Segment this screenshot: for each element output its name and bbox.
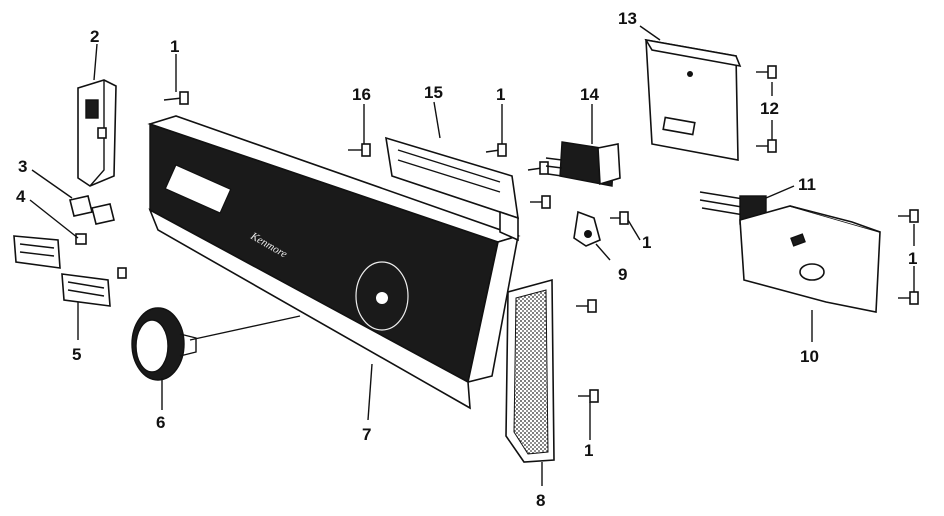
leader-lines — [29, 25, 915, 486]
callout-11: 11 — [798, 175, 816, 194]
screw-1b — [485, 143, 507, 157]
callout-1: 1 — [584, 441, 593, 460]
part-4-clip — [75, 233, 127, 279]
part-9-clip — [573, 210, 601, 247]
callout-15: 15 — [424, 83, 443, 102]
callout-8: 8 — [536, 491, 545, 510]
screw-1c — [610, 211, 629, 225]
part-5-button-strips — [13, 235, 111, 307]
screw-1b3 — [530, 195, 551, 209]
screw-1d-bottom — [898, 291, 919, 305]
screw-12b — [756, 139, 777, 153]
part-8-vent-panel — [505, 278, 555, 463]
callout-1: 1 — [642, 233, 651, 252]
part-10-timer — [739, 205, 881, 313]
callout-6: 6 — [156, 413, 165, 432]
callout-10: 10 — [800, 347, 819, 366]
callout-labels: 2 1 3 4 5 6 7 16 15 1 14 13 12 11 1 9 1 … — [16, 9, 917, 510]
part-2-end-cap — [77, 79, 117, 187]
callout-12: 12 — [760, 99, 779, 118]
screw-1d-top — [898, 209, 919, 223]
screw-8-top — [576, 299, 597, 313]
part-13-cover — [644, 38, 742, 161]
callout-1: 1 — [170, 37, 179, 56]
callout-7: 7 — [362, 425, 371, 444]
callout-9: 9 — [618, 265, 627, 284]
screw-16 — [348, 143, 371, 157]
part-6-knob — [131, 307, 197, 381]
screw-1e — [578, 389, 599, 403]
callout-5: 5 — [72, 345, 81, 364]
part-3-buttons — [69, 195, 115, 225]
callout-2: 2 — [90, 27, 99, 46]
callout-1: 1 — [496, 85, 505, 104]
part-14-switch — [545, 141, 621, 187]
callout-3: 3 — [18, 157, 27, 176]
screw-1b2 — [527, 161, 549, 175]
screw-12a — [756, 65, 777, 79]
part-15-switch-bracket — [385, 136, 519, 242]
callout-1: 1 — [908, 249, 917, 268]
part-7-control-panel: Kenmore — [147, 115, 521, 410]
callout-16: 16 — [352, 85, 371, 104]
callout-4: 4 — [16, 187, 26, 206]
callout-13: 13 — [618, 9, 637, 28]
screw-1a — [163, 91, 189, 105]
callout-14: 14 — [580, 85, 599, 104]
